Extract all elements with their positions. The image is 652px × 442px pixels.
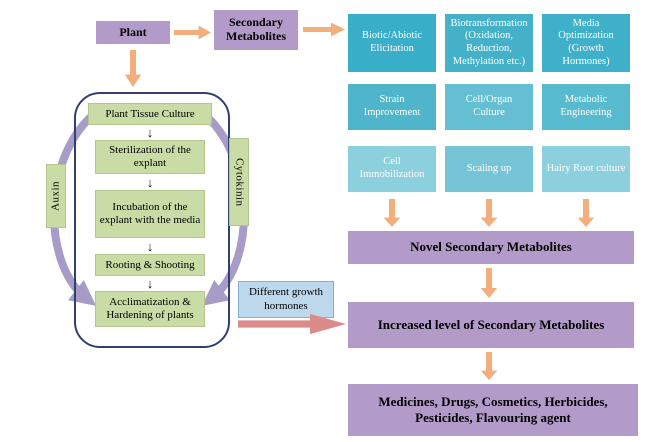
step-acclimatization: Acclimatization & Hardening of plants: [95, 291, 205, 327]
grid-cell-label: Biotic/Abiotic Elicitation: [361, 30, 423, 54]
plant-label: Plant: [119, 24, 147, 39]
grid-cell-label: Strain Improvement: [363, 94, 421, 118]
arrow-plant-down: [124, 50, 142, 87]
novel-label: Novel Secondary Metabolites: [410, 239, 572, 255]
growth-hormones-box: Different growth hormones: [238, 281, 334, 318]
grid-cell-scaling-up: Scaling up: [445, 146, 533, 192]
step-label: Sterilization of the explant: [109, 144, 191, 169]
arrow-grid-col2-down: [480, 199, 498, 227]
step-sterilization: Sterilization of the explant: [95, 140, 205, 174]
step-label: Acclimatization & Hardening of plants: [106, 296, 194, 321]
step-incubation: Incubation of the explant with the media: [95, 190, 205, 238]
down-arrow-icon: ↓: [146, 239, 154, 254]
secondary-metabolites-label: Secondary Metabolites: [226, 15, 286, 43]
step-plant-tissue-culture: Plant Tissue Culture: [88, 103, 212, 125]
arrow-sm-to-grid: [303, 22, 345, 37]
grid-cell-label: Cell Immobilization: [359, 156, 425, 180]
growth-hormones-label: Different growth hormones: [248, 286, 324, 312]
arrow-increased-to-final: [480, 352, 498, 380]
cytokinin-label-box: Cytokinin: [229, 138, 249, 226]
novel-secondary-metabolites-box: Novel Secondary Metabolites: [348, 231, 634, 264]
arrow-grid-col1-down: [383, 199, 401, 227]
auxin-label: Auxin: [49, 181, 62, 211]
step-label: Incubation of the explant with the media: [99, 201, 201, 226]
grid-cell-strain-improvement: Strain Improvement: [348, 84, 436, 130]
down-arrow-icon: ↓: [146, 175, 154, 190]
final-products-box: Medicines, Drugs, Cosmetics, Herbicides,…: [348, 384, 638, 436]
cytokinin-label: Cytokinin: [233, 157, 246, 207]
grid-cell-label: Cell/Organ Culture: [465, 94, 513, 118]
grid-cell-label: Media Optimization (Growth Hormones): [558, 17, 614, 67]
increased-label: Increased level of Secondary Metabolites: [377, 316, 605, 332]
arrow-grid-col3-down: [577, 199, 595, 227]
grid-cell-cell-organ-culture: Cell/Organ Culture: [445, 84, 533, 130]
arrow-hormones-to-increased: [238, 313, 346, 335]
arrow-plant-to-sm: [174, 25, 211, 40]
step-label: Plant Tissue Culture: [105, 107, 195, 120]
grid-cell-metabolic-engineering: Metabolic Engineering: [542, 84, 630, 130]
grid-cell-media-optimization: Media Optimization (Growth Hormones): [542, 14, 630, 72]
arrow-novel-to-increased: [480, 268, 498, 298]
grid-cell-cell-immobilization: Cell Immobilization: [348, 146, 436, 192]
grid-cell-label: Scaling up: [466, 162, 512, 174]
auxin-label-box: Auxin: [46, 164, 66, 228]
grid-cell-label: Biotransformation (Oxidation, Reduction,…: [450, 17, 528, 67]
secondary-metabolites-box: Secondary Metabolites: [214, 10, 298, 50]
final-products-label: Medicines, Drugs, Cosmetics, Herbicides,…: [378, 393, 608, 425]
step-label: Rooting & Shooting: [105, 258, 195, 271]
increased-secondary-metabolites-box: Increased level of Secondary Metabolites: [348, 302, 634, 348]
grid-cell-biotransformation: Biotransformation (Oxidation, Reduction,…: [445, 14, 533, 72]
grid-cell-biotic-abiotic-elicitation: Biotic/Abiotic Elicitation: [348, 14, 436, 72]
down-arrow-icon: ↓: [146, 125, 154, 140]
plant-box: Plant: [96, 21, 170, 44]
down-arrow-icon: ↓: [146, 276, 154, 291]
grid-cell-label: Hairy Root culture: [546, 162, 626, 174]
grid-cell-hairy-root-culture: Hairy Root culture: [542, 146, 630, 192]
grid-cell-label: Metabolic Engineering: [560, 94, 612, 118]
step-rooting-shooting: Rooting & Shooting: [95, 254, 205, 276]
